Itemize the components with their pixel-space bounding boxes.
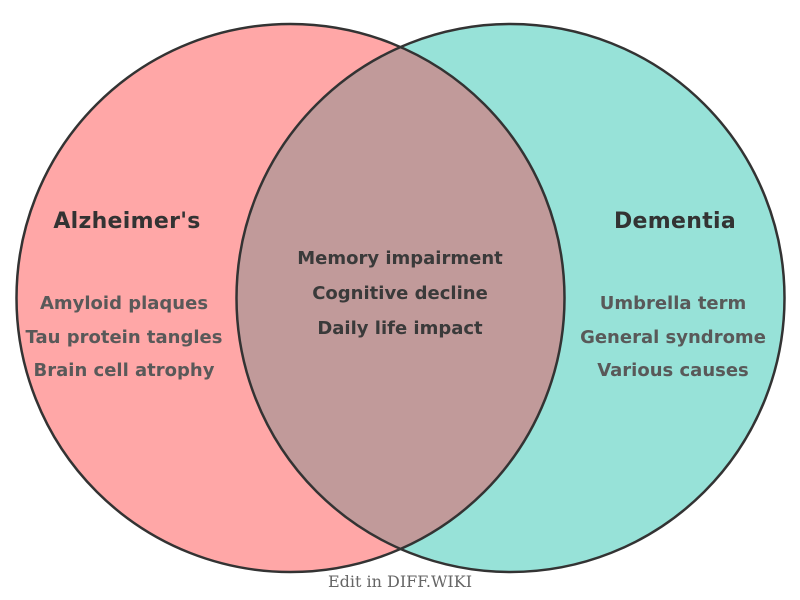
overlap-item: Memory impairment — [297, 248, 503, 269]
right-set-items: Umbrella term General syndrome Various c… — [548, 287, 798, 388]
overlap-item: Cognitive decline — [312, 283, 488, 304]
left-set-item: Tau protein tangles — [25, 326, 223, 348]
overlap-items: Memory impairment Cognitive decline Dail… — [250, 241, 550, 346]
right-set-item: Umbrella term — [599, 293, 747, 314]
edit-link[interactable]: Edit in DIFF.WIKI — [327, 572, 473, 591]
overlap-item: Daily life impact — [317, 318, 483, 339]
left-set-title: Alzheimer's — [53, 209, 201, 234]
right-set-item: Various causes — [597, 360, 749, 381]
left-set-items: Amyloid plaques Tau protein tangles Brai… — [0, 287, 249, 388]
left-set-item: Brain cell atrophy — [33, 360, 215, 381]
dementia-circle-outline — [235, 22, 786, 574]
right-set-title: Dementia — [614, 209, 736, 234]
overlap-region — [236, 24, 565, 572]
alzheimers-circle-outline — [15, 22, 566, 574]
right-set-item: General syndrome — [580, 326, 766, 348]
left-set-item: Amyloid plaques — [39, 293, 209, 314]
